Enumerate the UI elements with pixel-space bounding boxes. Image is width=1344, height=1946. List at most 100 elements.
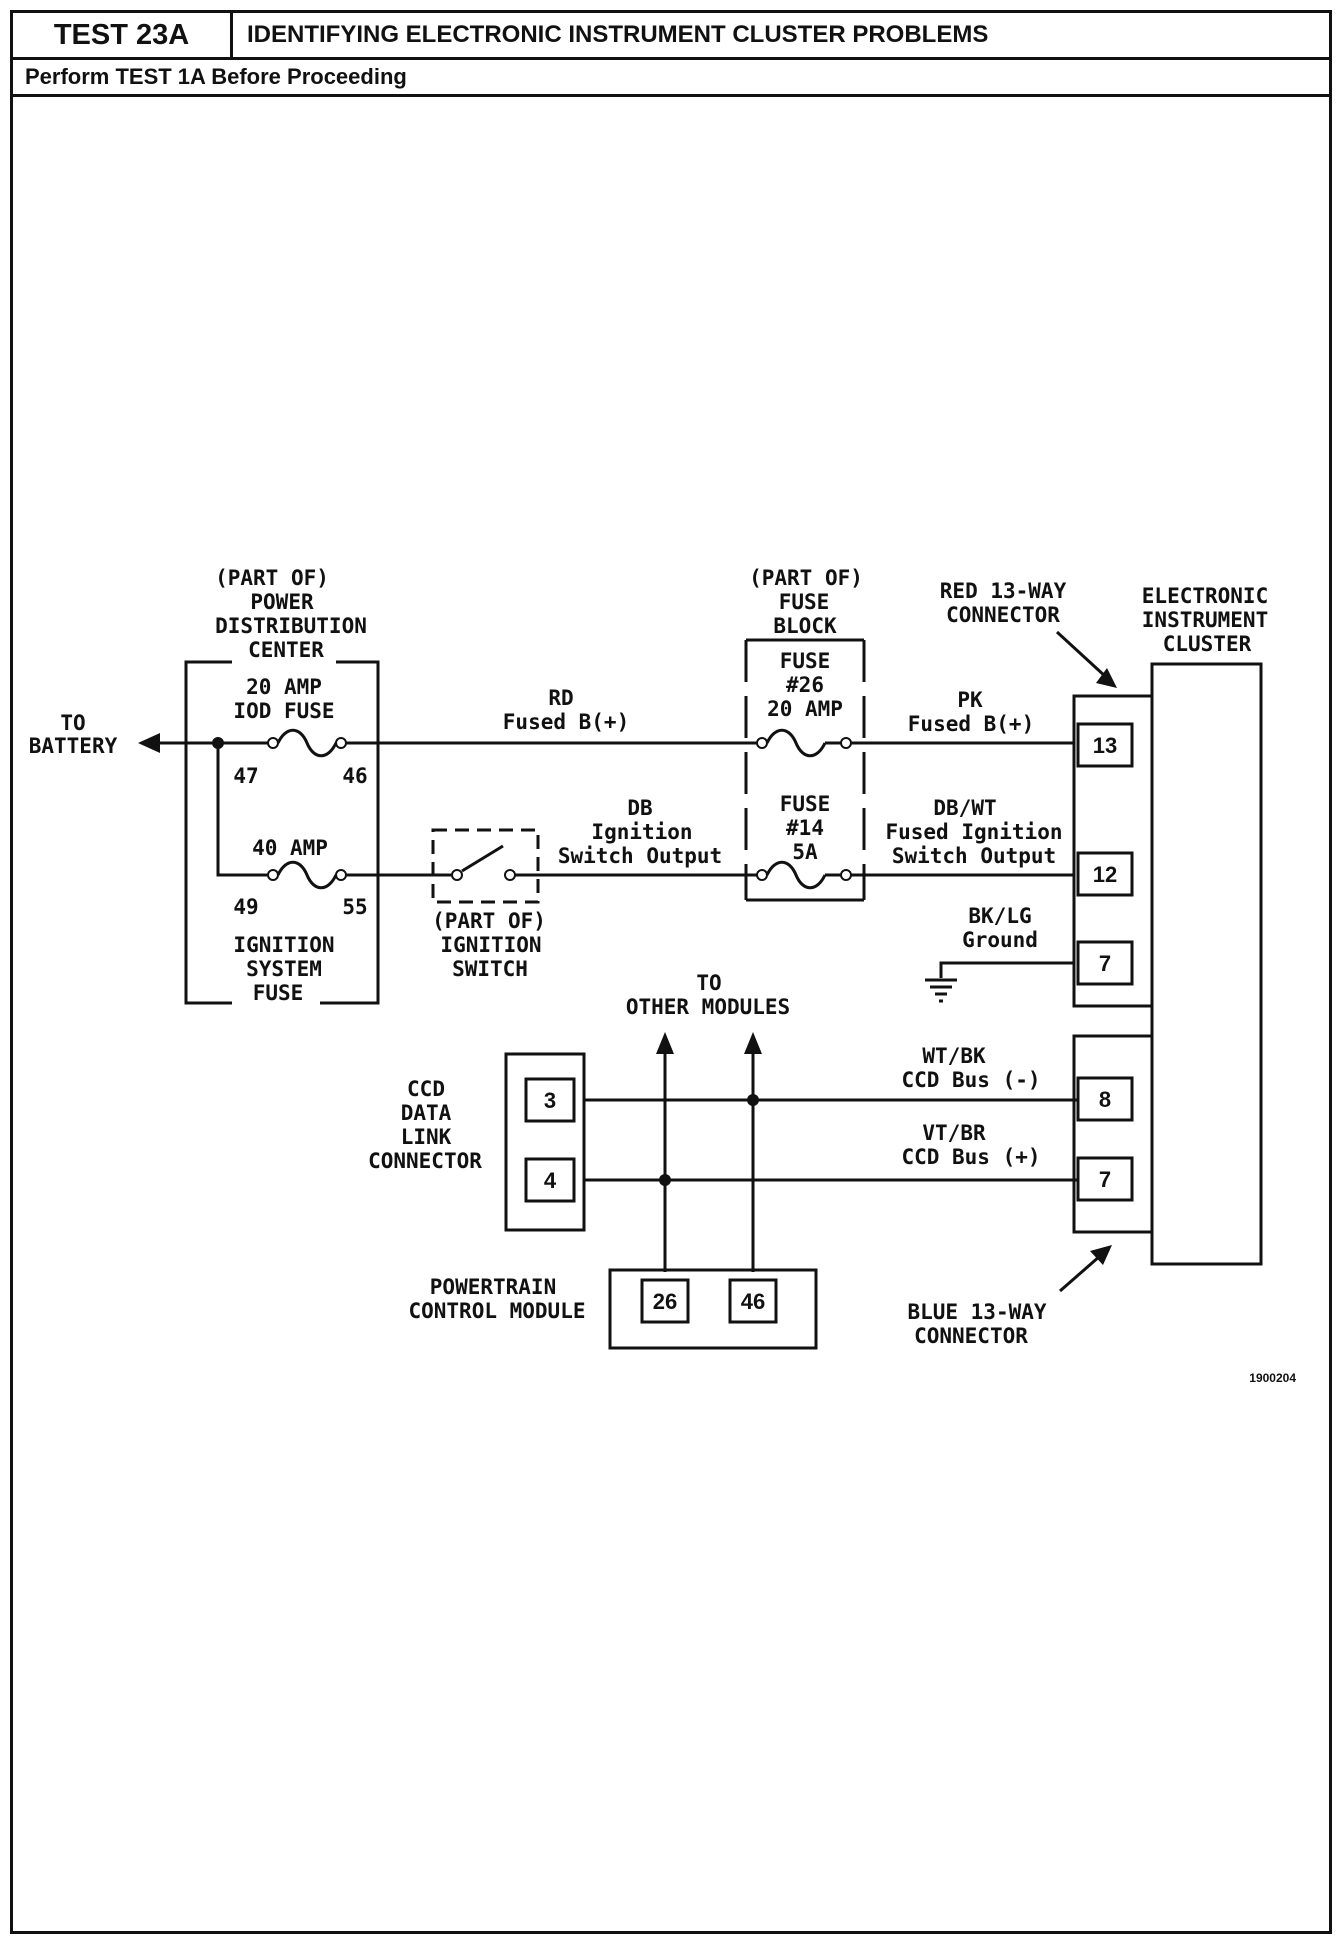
wtbk-wire-color: WT/BK bbox=[922, 1044, 986, 1068]
pk-wire-color: PK bbox=[957, 688, 983, 712]
bklg-wire-desc: Ground bbox=[962, 928, 1038, 952]
pcm-pin-46-box bbox=[728, 1278, 778, 1324]
fuse26-label-2: #26 bbox=[786, 673, 824, 697]
pcm-label-1: POWERTRAIN bbox=[430, 1275, 556, 1299]
fuse14-label-3: 5A bbox=[792, 840, 818, 864]
ccd-connector-label-2: DATA bbox=[401, 1101, 452, 1125]
cluster-label-3: CLUSTER bbox=[1163, 632, 1252, 656]
cluster-pin-8-box bbox=[1076, 1076, 1134, 1122]
iod-fuse-label-1: 20 AMP bbox=[246, 675, 322, 699]
red-connector-label-2: CONNECTOR bbox=[946, 603, 1060, 627]
power-distribution-center: (PART OF) POWER DISTRIBUTION CENTER 20 A… bbox=[184, 566, 380, 1005]
db-wire-color: DB bbox=[627, 796, 652, 820]
db-wire-desc-1: Ignition bbox=[591, 820, 692, 844]
cluster-body bbox=[1150, 662, 1263, 1266]
rd-wire-color: RD bbox=[548, 686, 573, 710]
to-battery-label-2: BATTERY bbox=[29, 734, 118, 758]
ccd-pin-4-box bbox=[524, 1157, 576, 1203]
iod-fuse-terminal-right bbox=[335, 737, 347, 749]
ign-fuse-label-1: IGNITION bbox=[233, 933, 334, 957]
header-row: TEST 23A IDENTIFYING ELECTRONIC INSTRUME… bbox=[13, 13, 1329, 60]
fuse26-label-3: 20 AMP bbox=[767, 697, 843, 721]
blue-connector-arrow-head bbox=[1090, 1245, 1112, 1265]
other-modules-label-2: OTHER MODULES bbox=[626, 995, 790, 1019]
prerequisite-note: Perform TEST 1A Before Proceeding bbox=[25, 64, 407, 89]
fuse-block-label-1: (PART OF) bbox=[749, 566, 863, 590]
red-connector-arrow-head bbox=[1096, 668, 1117, 688]
cluster-pin-13-box bbox=[1076, 722, 1134, 768]
other-modules-label-1: TO bbox=[696, 971, 721, 995]
pcm-pin-46: 46 bbox=[741, 1289, 765, 1314]
ignition-switch: (PART OF) IGNITION SWITCH bbox=[346, 828, 546, 981]
fuse26-label-1: FUSE bbox=[780, 649, 831, 673]
pk-wire-desc: Fused B(+) bbox=[908, 712, 1034, 736]
blue-connector-label-2: CONNECTOR bbox=[914, 1324, 1028, 1348]
iod-fuse-symbol bbox=[276, 728, 338, 758]
ccd-connector-label-4: CONNECTOR bbox=[368, 1149, 482, 1173]
pdc-pin-46: 46 bbox=[342, 764, 367, 788]
fuse14-terminal-right bbox=[840, 869, 852, 881]
fuse14-symbol bbox=[765, 860, 827, 890]
ccd-pin-4: 4 bbox=[544, 1168, 557, 1193]
ign-switch-label-1: (PART OF) bbox=[432, 909, 546, 933]
blue-connector-arrow bbox=[1059, 1254, 1101, 1293]
battery-arrow-head bbox=[138, 733, 160, 753]
fuse26-symbol bbox=[765, 728, 827, 758]
cluster-pin-7-bus: 7 bbox=[1099, 1167, 1111, 1192]
pcm-label-2: CONTROL MODULE bbox=[408, 1299, 585, 1323]
red-13-way-connector: RED 13-WAY CONNECTOR 13 12 7 bbox=[940, 579, 1154, 1008]
cluster-pin-7-ground-box bbox=[1076, 940, 1134, 986]
cluster-pin-7-bus-box bbox=[1076, 1156, 1134, 1202]
fuse14-terminal-left bbox=[756, 869, 768, 881]
ground-icon bbox=[925, 978, 957, 1003]
electronic-instrument-cluster: ELECTRONIC INSTRUMENT CLUSTER bbox=[1142, 584, 1268, 1266]
test-id: TEST 23A bbox=[13, 13, 233, 57]
pdc-bracket-left bbox=[184, 660, 232, 1005]
pdc-pin-47: 47 bbox=[233, 764, 258, 788]
dbwt-wire-desc-2: Switch Output bbox=[892, 844, 1056, 868]
vtbr-wire-color: VT/BR bbox=[922, 1121, 986, 1145]
blue-connector-body bbox=[1072, 1034, 1154, 1234]
pdc-label-2: POWER bbox=[250, 590, 314, 614]
pcm-pin-26: 26 bbox=[653, 1289, 677, 1314]
pcm-pin-26-box bbox=[640, 1278, 690, 1324]
ccd-data-link-connector: CCD DATA LINK CONNECTOR 3 4 bbox=[368, 1052, 586, 1232]
dbwt-wire-desc-1: Fused Ignition bbox=[885, 820, 1062, 844]
powertrain-control-module: POWERTRAIN CONTROL MODULE 26 46 bbox=[408, 1100, 818, 1350]
cluster-label-2: INSTRUMENT bbox=[1142, 608, 1268, 632]
fuse14-label-2: #14 bbox=[786, 816, 824, 840]
wtbk-wire-desc: CCD Bus (-) bbox=[901, 1068, 1040, 1092]
pdc-bracket-right bbox=[320, 660, 380, 1005]
ign-fuse-terminal-left bbox=[267, 869, 279, 881]
cluster-pin-13: 13 bbox=[1093, 733, 1117, 758]
ign-switch-contact-left bbox=[451, 869, 463, 881]
ccd-pin-3-box bbox=[524, 1077, 576, 1123]
pdc-label-1: (PART OF) bbox=[215, 566, 329, 590]
prerequisite-row: Perform TEST 1A Before Proceeding bbox=[13, 60, 1329, 97]
fuse26-terminal-right bbox=[840, 737, 852, 749]
blue-connector-label-1: BLUE 13-WAY bbox=[907, 1300, 1046, 1324]
fuse26-terminal-left bbox=[756, 737, 768, 749]
ign-fuse-terminal-right bbox=[335, 869, 347, 881]
test-title: IDENTIFYING ELECTRONIC INSTRUMENT CLUSTE… bbox=[247, 21, 989, 48]
to-battery-label-1: TO bbox=[60, 711, 85, 735]
ign-fuse-label-3: FUSE bbox=[253, 981, 304, 1005]
ign-fuse-amp-label: 40 AMP bbox=[252, 836, 328, 860]
bklg-wire-color: BK/LG bbox=[968, 904, 1031, 928]
iod-fuse-label-2: IOD FUSE bbox=[233, 699, 334, 723]
ccd-pin-3: 3 bbox=[544, 1088, 556, 1113]
fuse-block-label-2: FUSE bbox=[779, 590, 830, 614]
red-connector-arrow bbox=[1055, 630, 1108, 679]
ign-switch-contact-right bbox=[504, 869, 516, 881]
iod-fuse-terminal-left bbox=[267, 737, 279, 749]
cluster-pin-8: 8 bbox=[1099, 1087, 1111, 1112]
to-battery: TO BATTERY bbox=[29, 711, 218, 758]
red-connector-label-1: RED 13-WAY bbox=[940, 579, 1067, 603]
cluster-pin-12-box bbox=[1076, 851, 1134, 897]
pdc-label-4: CENTER bbox=[248, 638, 324, 662]
fuse14-label-1: FUSE bbox=[780, 792, 831, 816]
ign-switch-label-3: SWITCH bbox=[452, 957, 528, 981]
ign-switch-blade bbox=[461, 844, 504, 873]
cluster-label-1: ELECTRONIC bbox=[1142, 584, 1268, 608]
